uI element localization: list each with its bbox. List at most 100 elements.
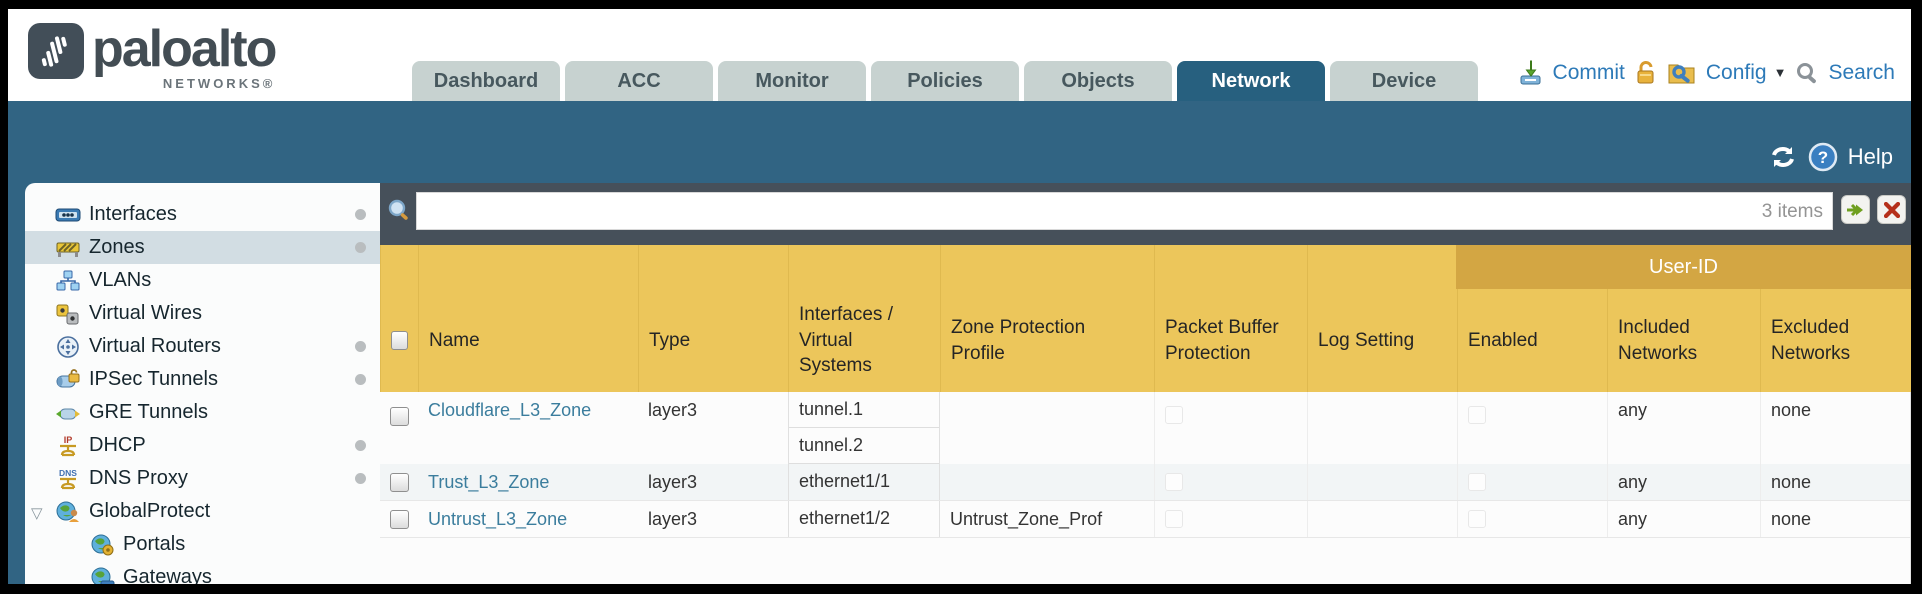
commit-icon[interactable] [1517, 59, 1544, 86]
row-checkbox[interactable] [389, 509, 409, 529]
log-setting-cell [1307, 501, 1457, 537]
zone-protection-profile-cell: Untrust_Zone_Prof [950, 508, 1103, 529]
zone-name-link[interactable]: Untrust_L3_Zone [428, 508, 568, 529]
zone-type-cell: layer3 [648, 400, 698, 420]
column-included-networks[interactable]: Included Networks [1607, 245, 1760, 392]
clear-filter-button[interactable] [1877, 195, 1906, 224]
interface-item[interactable]: ethernet1/1 [799, 471, 891, 491]
tab-network[interactable]: Network [1177, 61, 1325, 101]
interface-list: tunnel.1 tunnel.2 [789, 392, 939, 464]
sidebar-item-label: Virtual Wires [89, 302, 202, 324]
search-button[interactable]: Search [1828, 60, 1895, 84]
sidebar-item-gre-tunnels[interactable]: GRE Tunnels [25, 396, 380, 429]
tab-dashboard[interactable]: Dashboard [412, 61, 560, 101]
item-count-dot [355, 473, 366, 484]
sidebar-item-label: GlobalProtect [89, 500, 211, 522]
sidebar-item-virtual-wires[interactable]: Virtual Wires [25, 297, 380, 330]
sidebar-item-interfaces[interactable]: Interfaces [25, 198, 380, 231]
included-networks-cell: any [1607, 464, 1760, 500]
zone-interfaces-cell: ethernet1/1 [788, 464, 940, 500]
excluded-networks-cell: none [1760, 464, 1910, 500]
column-interfaces-virtual-systems[interactable]: Interfaces / Virtual Systems [788, 245, 940, 392]
filter-search-icon[interactable] [387, 198, 412, 223]
brand-name: paloalto [92, 20, 277, 78]
config-menu-button[interactable]: Config [1705, 60, 1767, 84]
item-count-dot [355, 440, 366, 451]
column-name[interactable]: Name [418, 245, 638, 392]
portals-icon [91, 534, 114, 555]
sidebar-item-zones[interactable]: Zones [25, 231, 380, 264]
column-packet-buffer-protection[interactable]: Packet Buffer Protection [1154, 245, 1307, 392]
sidebar-item-label: Portals [123, 533, 186, 555]
interface-item[interactable]: tunnel.1 [789, 392, 939, 428]
column-enabled[interactable]: Enabled [1457, 245, 1607, 392]
pulse-bars-icon [41, 36, 67, 67]
items-count: 3 items [1761, 201, 1823, 222]
zone-name-link[interactable]: Trust_L3_Zone [428, 471, 550, 492]
filter-input[interactable] [416, 192, 1833, 230]
refresh-icon[interactable] [1768, 143, 1798, 171]
search-menu-icon[interactable] [1795, 61, 1819, 85]
enabled-checkbox[interactable] [1468, 406, 1486, 424]
log-setting-cell [1307, 464, 1457, 500]
column-log-setting[interactable]: Log Setting [1307, 245, 1457, 392]
column-type[interactable]: Type [638, 245, 788, 392]
enabled-checkbox[interactable] [1468, 510, 1486, 528]
paloalto-logo-icon [28, 23, 84, 79]
tab-objects[interactable]: Objects [1024, 61, 1172, 101]
expand-collapse-icon[interactable]: ▽ [31, 505, 43, 522]
row-select-cell [380, 501, 418, 537]
sidebar-item-label: Gateways [123, 566, 212, 584]
column-zone-protection-profile[interactable]: Zone Protection Profile [940, 245, 1154, 392]
zone-interfaces-cell: ethernet1/2 [788, 501, 940, 537]
sidebar-item-virtual-routers[interactable]: Virtual Routers [25, 330, 380, 363]
tab-policies[interactable]: Policies [871, 61, 1019, 101]
tab-monitor[interactable]: Monitor [718, 61, 866, 101]
config-caret-icon[interactable]: ▼ [1773, 65, 1787, 80]
sidebar-item-ipsec-tunnels[interactable]: IPSec Tunnels [25, 363, 380, 396]
apply-filter-button[interactable] [1841, 195, 1870, 224]
vlans-icon [56, 270, 80, 290]
row-checkbox[interactable] [389, 472, 409, 492]
paloalto-logo: paloalto NETWORKS® [28, 20, 277, 90]
tab-device[interactable]: Device [1330, 61, 1478, 101]
dhcp-icon: IP [60, 435, 76, 456]
gre-tunnels-icon [56, 408, 80, 419]
select-all-checkbox[interactable] [391, 331, 408, 350]
sidebar-item-portals[interactable]: Portals [25, 528, 380, 561]
help-label[interactable]: Help [1847, 144, 1893, 169]
zones-icon [56, 242, 80, 257]
packet-buffer-checkbox[interactable] [1165, 406, 1183, 424]
sidebar-item-globalprotect[interactable]: ▽ GlobalProtect [25, 495, 380, 528]
row-checkbox[interactable] [389, 407, 409, 426]
row-select-cell [380, 464, 418, 500]
sidebar-item-label: DNS Proxy [89, 467, 188, 489]
interface-item[interactable]: ethernet1/2 [799, 508, 891, 528]
packet-buffer-checkbox[interactable] [1165, 473, 1183, 491]
network-sidebar: Interfaces Zones VLANs [25, 183, 380, 584]
sidebar-item-label: GRE Tunnels [89, 401, 208, 423]
interface-item[interactable]: tunnel.2 [789, 428, 939, 464]
lock-icon[interactable] [1634, 60, 1658, 86]
table-search-row: 3 items [380, 183, 1911, 245]
dns-proxy-icon: DNS [59, 468, 77, 489]
green-arrow-icon [1847, 203, 1863, 216]
help-icon[interactable]: ? [1808, 142, 1838, 172]
zone-protection-profile-cell [940, 392, 1154, 464]
sidebar-item-dns-proxy[interactable]: DNS DNS Proxy [25, 462, 380, 495]
commit-button[interactable]: Commit [1552, 60, 1625, 84]
sidebar-item-label: VLANs [89, 269, 152, 291]
enabled-checkbox[interactable] [1468, 473, 1486, 491]
config-icon[interactable] [1667, 59, 1697, 86]
packet-buffer-protection-cell [1154, 464, 1307, 500]
packet-buffer-checkbox[interactable] [1165, 510, 1183, 528]
column-excluded-networks[interactable]: Excluded Networks [1760, 245, 1911, 392]
sidebar-item-vlans[interactable]: VLANs [25, 264, 380, 297]
zone-name-link[interactable]: Cloudflare_L3_Zone [428, 400, 592, 420]
sidebar-item-gateways[interactable]: Gateways [25, 561, 380, 584]
virtual-routers-icon [57, 335, 79, 358]
tab-acc[interactable]: ACC [565, 61, 713, 101]
item-count-dot [355, 374, 366, 385]
red-x-icon [1883, 201, 1900, 218]
sidebar-item-dhcp[interactable]: IP DHCP [25, 429, 380, 462]
